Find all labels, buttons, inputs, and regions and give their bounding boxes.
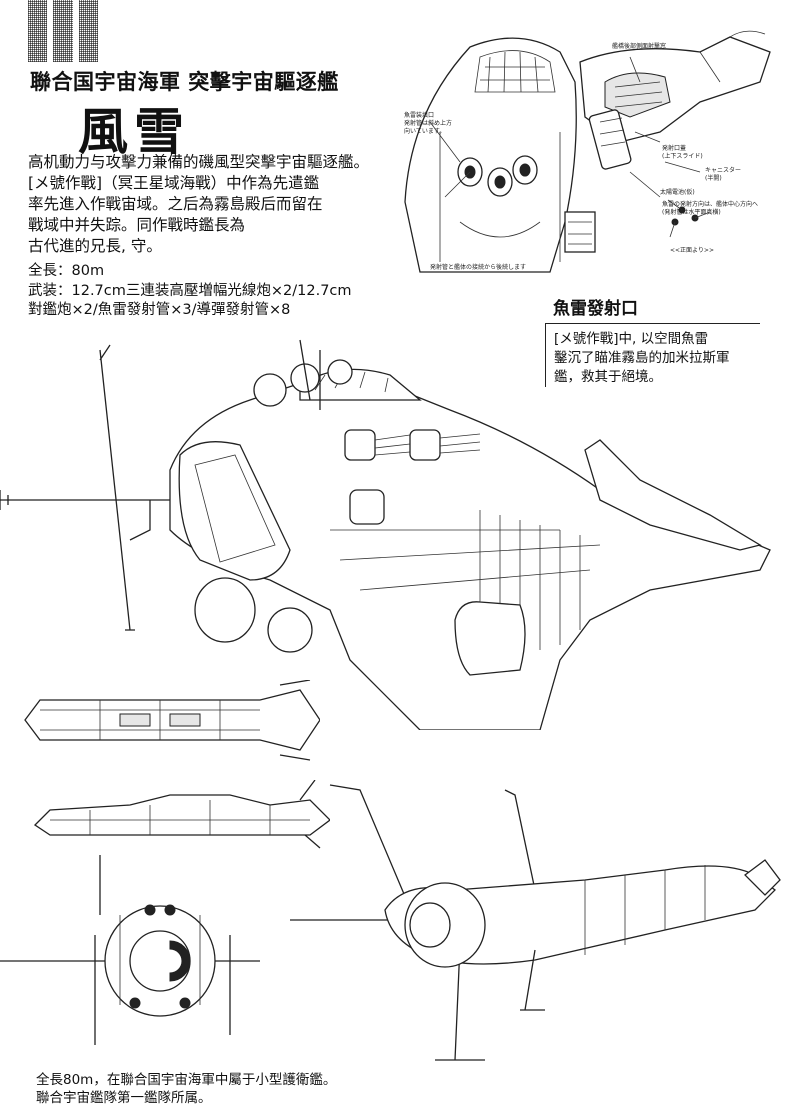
description-line: 高机動力与攻擊力兼備的磯風型突擊宇宙驅逐艦。	[28, 153, 370, 171]
stripe	[53, 0, 73, 62]
inset-note: <<正面より>>	[670, 247, 714, 254]
torpedo-port-detail-illustration: 魚雷装填口 発射管は斜め上方 向いています。 艦橋後部側面射撃窓 発射口蓋 (上…	[404, 30, 771, 273]
front-view-illustration	[0, 855, 260, 1045]
affiliation-heading: 聯合国宇宙海軍 突擊宇宙驅逐艦	[30, 70, 339, 94]
inset-note: (上下スライド)	[662, 152, 703, 160]
header-decoration	[28, 0, 98, 62]
description-line: 戰域中并失踪。同作戰時鑑長為	[28, 216, 246, 234]
inset-note: 発射管と艦体の接続から後続します	[430, 263, 526, 271]
inset-note: (発射管は水平面真横)	[662, 208, 721, 216]
inset-note: 魚雷の発射方向は、艦体中心方向へ	[662, 200, 758, 208]
footer-line: 全長80m，在聯合国宇宙海軍中屬于小型護衛鑑。	[36, 1072, 337, 1088]
description-line: [メ號作戰]（冥王星域海戰）中作為先遣鑑	[28, 174, 320, 192]
inset-note: 向いています。	[404, 127, 445, 135]
callout-line: 鑿沉了瞄准霧島的加米拉斯軍	[554, 350, 730, 366]
front-hull-sketch	[404, 37, 596, 273]
side-view-illustration	[33, 780, 330, 849]
top-view-illustration	[24, 680, 320, 761]
stripe	[28, 0, 48, 62]
callout-body: [メ號作戰]中, 以空間魚雷 鑿沉了瞄准霧島的加米拉斯軍 鑑，救其于絕境。	[545, 324, 760, 387]
footer-caption: 全長80m，在聯合国宇宙海軍中屬于小型護衛鑑。 聯合宇宙鑑隊第一鑑隊所属。	[36, 1071, 336, 1107]
specs-block: 全長：80m 武装：12.7cm三連装高壓増幅光線炮×2/12.7cm 對鑑炮×…	[28, 262, 368, 321]
side-port-sketch	[579, 30, 771, 170]
rear-view-illustration	[290, 784, 781, 1061]
inset-note: 太陽電池(仮)	[660, 188, 695, 196]
stripe	[78, 0, 98, 62]
callout-title: 魚雷發射口	[545, 294, 760, 324]
inset-note: 艦橋後部側面射撃窓	[612, 42, 666, 50]
torpedo-port-callout: 魚雷發射口 [メ號作戰]中, 以空間魚雷 鑿沉了瞄准霧島的加米拉斯軍 鑑，救其于…	[545, 294, 760, 387]
gun-turrets	[344, 429, 481, 525]
main-ship-illustration	[0, 339, 771, 730]
spec-armament: 武装：12.7cm三連装高壓増幅光線炮×2/12.7cm	[28, 282, 352, 299]
ship-name-title: 風雪	[78, 103, 190, 161]
inset-note: 発射口蓋	[662, 144, 686, 152]
spec-length: 全長：80m	[28, 263, 105, 279]
callout-line: [メ號作戰]中, 以空間魚雷	[554, 331, 709, 347]
inset-note: キャニスター	[705, 166, 741, 174]
inset-note: 魚雷装填口	[404, 111, 434, 119]
footer-line: 聯合宇宙鑑隊第一鑑隊所属。	[36, 1090, 212, 1106]
description-line: 古代進的兄長, 守。	[28, 237, 162, 255]
inset-note: 発射管は斜め上方	[404, 119, 452, 127]
description-block: 高机動力与攻擊力兼備的磯風型突擊宇宙驅逐艦。 [メ號作戰]（冥王星域海戰）中作為…	[28, 152, 370, 257]
callout-line: 鑑，救其于絕境。	[554, 369, 662, 385]
inset-note: (半開)	[705, 174, 722, 182]
description-line: 率先進入作戰宙域。之后為霧島殿后而留在	[28, 195, 323, 213]
spec-armament-cont: 對鑑炮×2/魚雷發射管×3/導彈發射管×8	[28, 302, 291, 318]
